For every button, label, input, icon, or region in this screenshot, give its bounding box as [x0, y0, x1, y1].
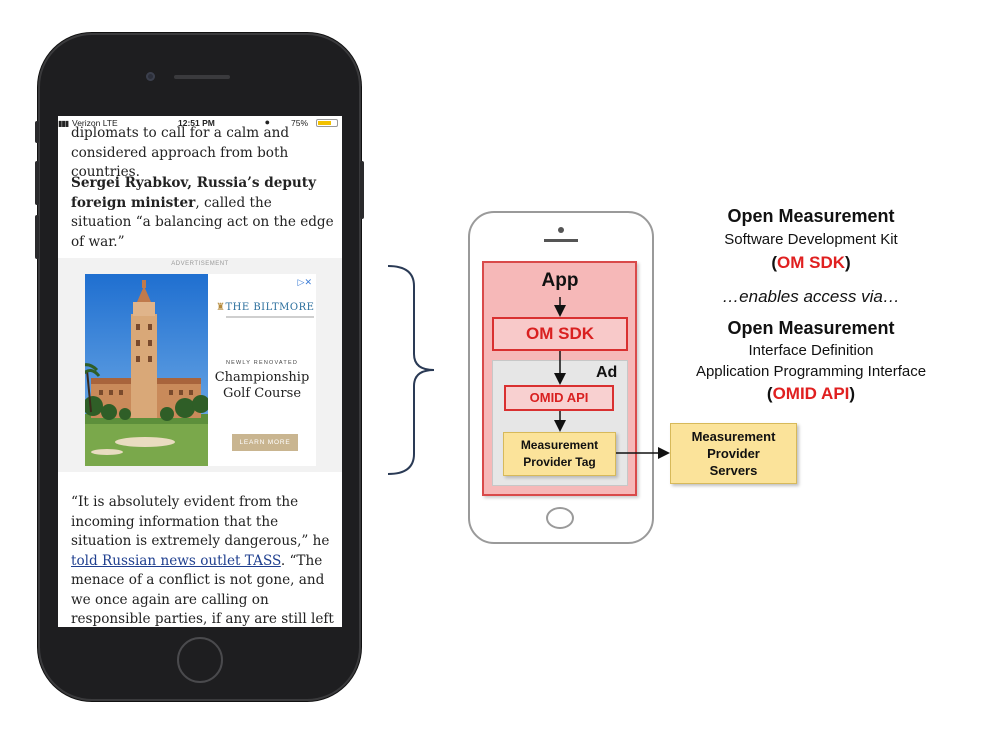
- legend-subtitle: Application Programming Interface: [695, 363, 927, 380]
- carrier-label: Verizon LTE: [72, 118, 118, 128]
- measurement-provider-servers-box: Measurement Provider Servers: [670, 423, 797, 484]
- ad-creative[interactable]: ▷✕ ♜THE BILTMORE NEWLY RENOVATED Champio…: [85, 274, 316, 466]
- hotel-photo: [85, 274, 208, 466]
- legend-subtitle: Interface Definition: [748, 342, 874, 359]
- adchoices-close-icon[interactable]: ▷✕: [297, 277, 312, 287]
- earpiece-speaker: [174, 75, 230, 79]
- legend-subtitle: Software Development Kit: [724, 231, 898, 248]
- servers-line: Measurement: [691, 429, 776, 444]
- tass-link[interactable]: told Russian news outlet TASS: [71, 552, 281, 569]
- article-paragraph: Sergei Ryabkov, Russia’s deputy foreign …: [71, 174, 335, 252]
- ad-copy: ▷✕ ♜THE BILTMORE NEWLY RENOVATED Champio…: [208, 274, 316, 466]
- article-paragraph: “It is absolutely evident from the incom…: [71, 493, 335, 627]
- paren: ): [845, 253, 851, 272]
- alarm-icon: ●: [264, 117, 270, 127]
- article-text: , called the situation “a balancing act …: [71, 194, 334, 250]
- brand-logo: ♜THE BILTMORE: [216, 302, 316, 313]
- ad-slot: ADVERTISEMENT: [58, 258, 342, 472]
- legend-acronym: (OM SDK): [668, 253, 954, 273]
- paren: ): [849, 384, 856, 403]
- mute-switch: [35, 121, 39, 143]
- servers-line: Servers: [709, 463, 758, 478]
- omid-api-acronym: OMID API: [772, 384, 850, 403]
- brand-name: THE BILTMORE: [225, 302, 315, 313]
- diagram-home-button-icon: [546, 507, 574, 529]
- status-time: 12:51 PM: [178, 118, 215, 128]
- battery-icon: [316, 119, 338, 127]
- article-text: “It is absolutely evident from the incom…: [71, 494, 330, 549]
- legend-connector: …enables access via…: [722, 287, 900, 306]
- status-bar: ▮▮▮ Verizon LTE 12:51 PM ● 75%: [58, 116, 342, 130]
- ad-container-label: Ad: [596, 364, 618, 381]
- paren: (: [766, 384, 773, 403]
- omid-api-box: OMID API: [504, 385, 614, 411]
- learn-more-button[interactable]: LEARN MORE: [232, 434, 298, 451]
- legend-heading: Open Measurement: [727, 206, 895, 226]
- article-paragraph: diplomats to call for a calm and conside…: [71, 125, 290, 180]
- servers-line: Provider: [707, 446, 760, 461]
- app-label: App: [541, 270, 579, 291]
- article-text: . “The menace of a conflict is not gone,…: [71, 552, 334, 628]
- diagram-speaker-icon: [544, 239, 578, 242]
- ad-eyebrow: NEWLY RENOVATED: [226, 360, 298, 366]
- tag-line: Provider Tag: [523, 455, 596, 469]
- volume-down-button: [35, 215, 39, 259]
- tag-line: Measurement: [520, 438, 599, 452]
- measurement-provider-tag-box: Measurement Provider Tag: [503, 432, 616, 476]
- paren: (: [771, 253, 777, 272]
- ad-headline: Championship Golf Course: [214, 370, 310, 401]
- front-camera-icon: [146, 72, 155, 81]
- ad-label: ADVERTISEMENT: [171, 261, 229, 267]
- home-button[interactable]: [177, 637, 223, 683]
- signal-icon: ▮▮▮: [58, 119, 69, 128]
- legend-heading: Open Measurement: [727, 318, 895, 338]
- tower-icon: ♜: [216, 302, 226, 313]
- diagram-camera-icon: [558, 227, 564, 233]
- brand-tagline-line: [226, 316, 314, 318]
- battery-percent: 75%: [290, 118, 308, 128]
- article-bold-text: Sergei Ryabkov, Russia’s deputy foreign …: [71, 175, 316, 211]
- om-sdk-acronym: OM SDK: [777, 253, 845, 272]
- phone-screen: ▮▮▮ Verizon LTE 12:51 PM ● 75% diplomats…: [58, 116, 342, 627]
- legend-acronym: (OMID API): [668, 384, 954, 404]
- volume-up-button: [35, 161, 39, 205]
- power-button: [360, 161, 364, 219]
- curly-brace: [387, 265, 435, 475]
- om-sdk-box: OM SDK: [492, 317, 628, 351]
